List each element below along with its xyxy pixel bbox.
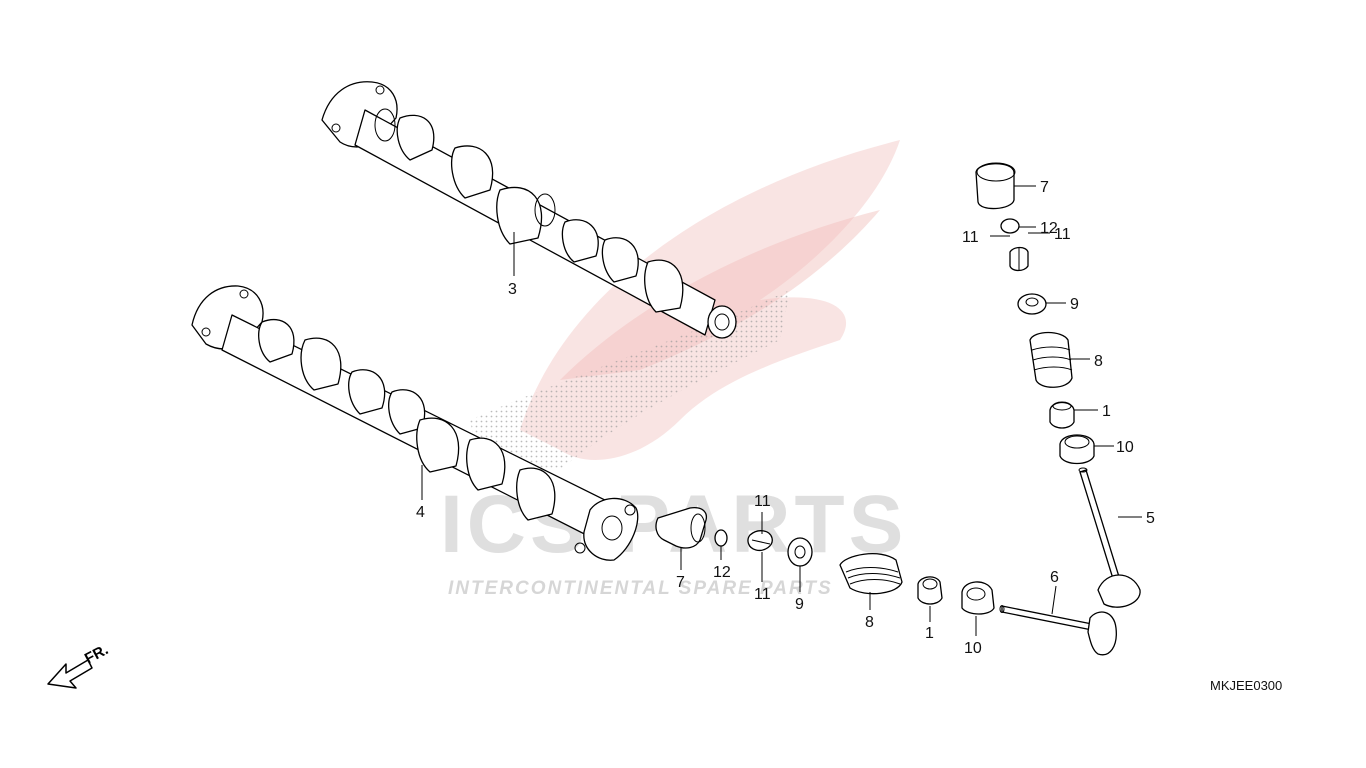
- callout-lifter-upper[interactable]: 7: [1040, 179, 1049, 196]
- valve-cotter-upper[interactable]: [1009, 246, 1029, 272]
- valve-lifter-upper[interactable]: [975, 162, 1016, 210]
- leader-lines: [421, 185, 1142, 636]
- valve-stem-seal-lower[interactable]: [917, 576, 943, 605]
- diagram-code: MKJEE0300: [1210, 678, 1282, 693]
- callout-valve-exhaust[interactable]: 6: [1050, 569, 1059, 586]
- callout-retainer-lower[interactable]: 9: [795, 596, 804, 613]
- spring-seat-upper[interactable]: [1059, 434, 1095, 465]
- callout-spring-upper[interactable]: 8: [1094, 353, 1103, 370]
- watermark-dot-texture: [470, 290, 790, 470]
- spring-seat-lower[interactable]: [961, 581, 995, 615]
- watermark-tagline: INTERCONTINENTAL SPARE PARTS: [448, 578, 833, 599]
- valve-stem-seal-upper[interactable]: [1049, 401, 1075, 429]
- camshaft-lower[interactable]: [191, 285, 639, 561]
- callout-cotter-upper-left[interactable]: 11: [962, 229, 979, 246]
- valve-spring-upper[interactable]: [1029, 331, 1073, 388]
- callout-shim-lower[interactable]: 12: [713, 564, 731, 581]
- valve-train-lower: [655, 506, 1117, 656]
- valve-cotter-lower[interactable]: [747, 530, 773, 552]
- valve-shim-upper[interactable]: [1000, 218, 1020, 234]
- exhaust-valve[interactable]: [999, 605, 1117, 656]
- callout-seal-upper[interactable]: 1: [1102, 403, 1111, 420]
- front-direction-marker: FR.: [47, 641, 111, 689]
- intake-valve[interactable]: [1078, 467, 1141, 608]
- callout-lifter-lower[interactable]: 7: [676, 574, 685, 591]
- valve-spring-lower[interactable]: [839, 553, 903, 595]
- callout-labels: 3 4 7 12 11 11 9 8 1 10 6 7 12 11 11 9 8…: [416, 179, 1155, 657]
- callout-seat-upper[interactable]: 10: [1116, 439, 1134, 456]
- arrow-front-icon: [47, 659, 93, 689]
- valve-lifter-lower[interactable]: [655, 506, 708, 549]
- callout-cam-upper[interactable]: 3: [508, 281, 517, 298]
- callout-cotter-upper-right[interactable]: 11: [1054, 226, 1071, 243]
- callout-cotter-lower-top[interactable]: 11: [754, 493, 771, 510]
- callout-retainer-upper[interactable]: 9: [1070, 296, 1079, 313]
- callout-shim-upper[interactable]: 12: [1040, 220, 1058, 237]
- wing-feather-icon: [560, 210, 880, 380]
- callout-seat-lower[interactable]: 10: [964, 640, 982, 657]
- callout-cam-lower[interactable]: 4: [416, 504, 425, 521]
- spring-retainer-upper[interactable]: [1017, 293, 1047, 315]
- spring-retainer-lower[interactable]: [787, 537, 813, 567]
- callout-valve-intake[interactable]: 5: [1146, 510, 1155, 527]
- valve-shim-lower[interactable]: [714, 529, 728, 547]
- callout-seal-lower[interactable]: 1: [925, 625, 934, 642]
- camshaft-upper[interactable]: [321, 81, 737, 339]
- callout-spring-lower[interactable]: 8: [865, 614, 874, 631]
- callout-cotter-lower-bottom[interactable]: 11: [754, 586, 771, 603]
- valve-train-upper: [975, 162, 1141, 608]
